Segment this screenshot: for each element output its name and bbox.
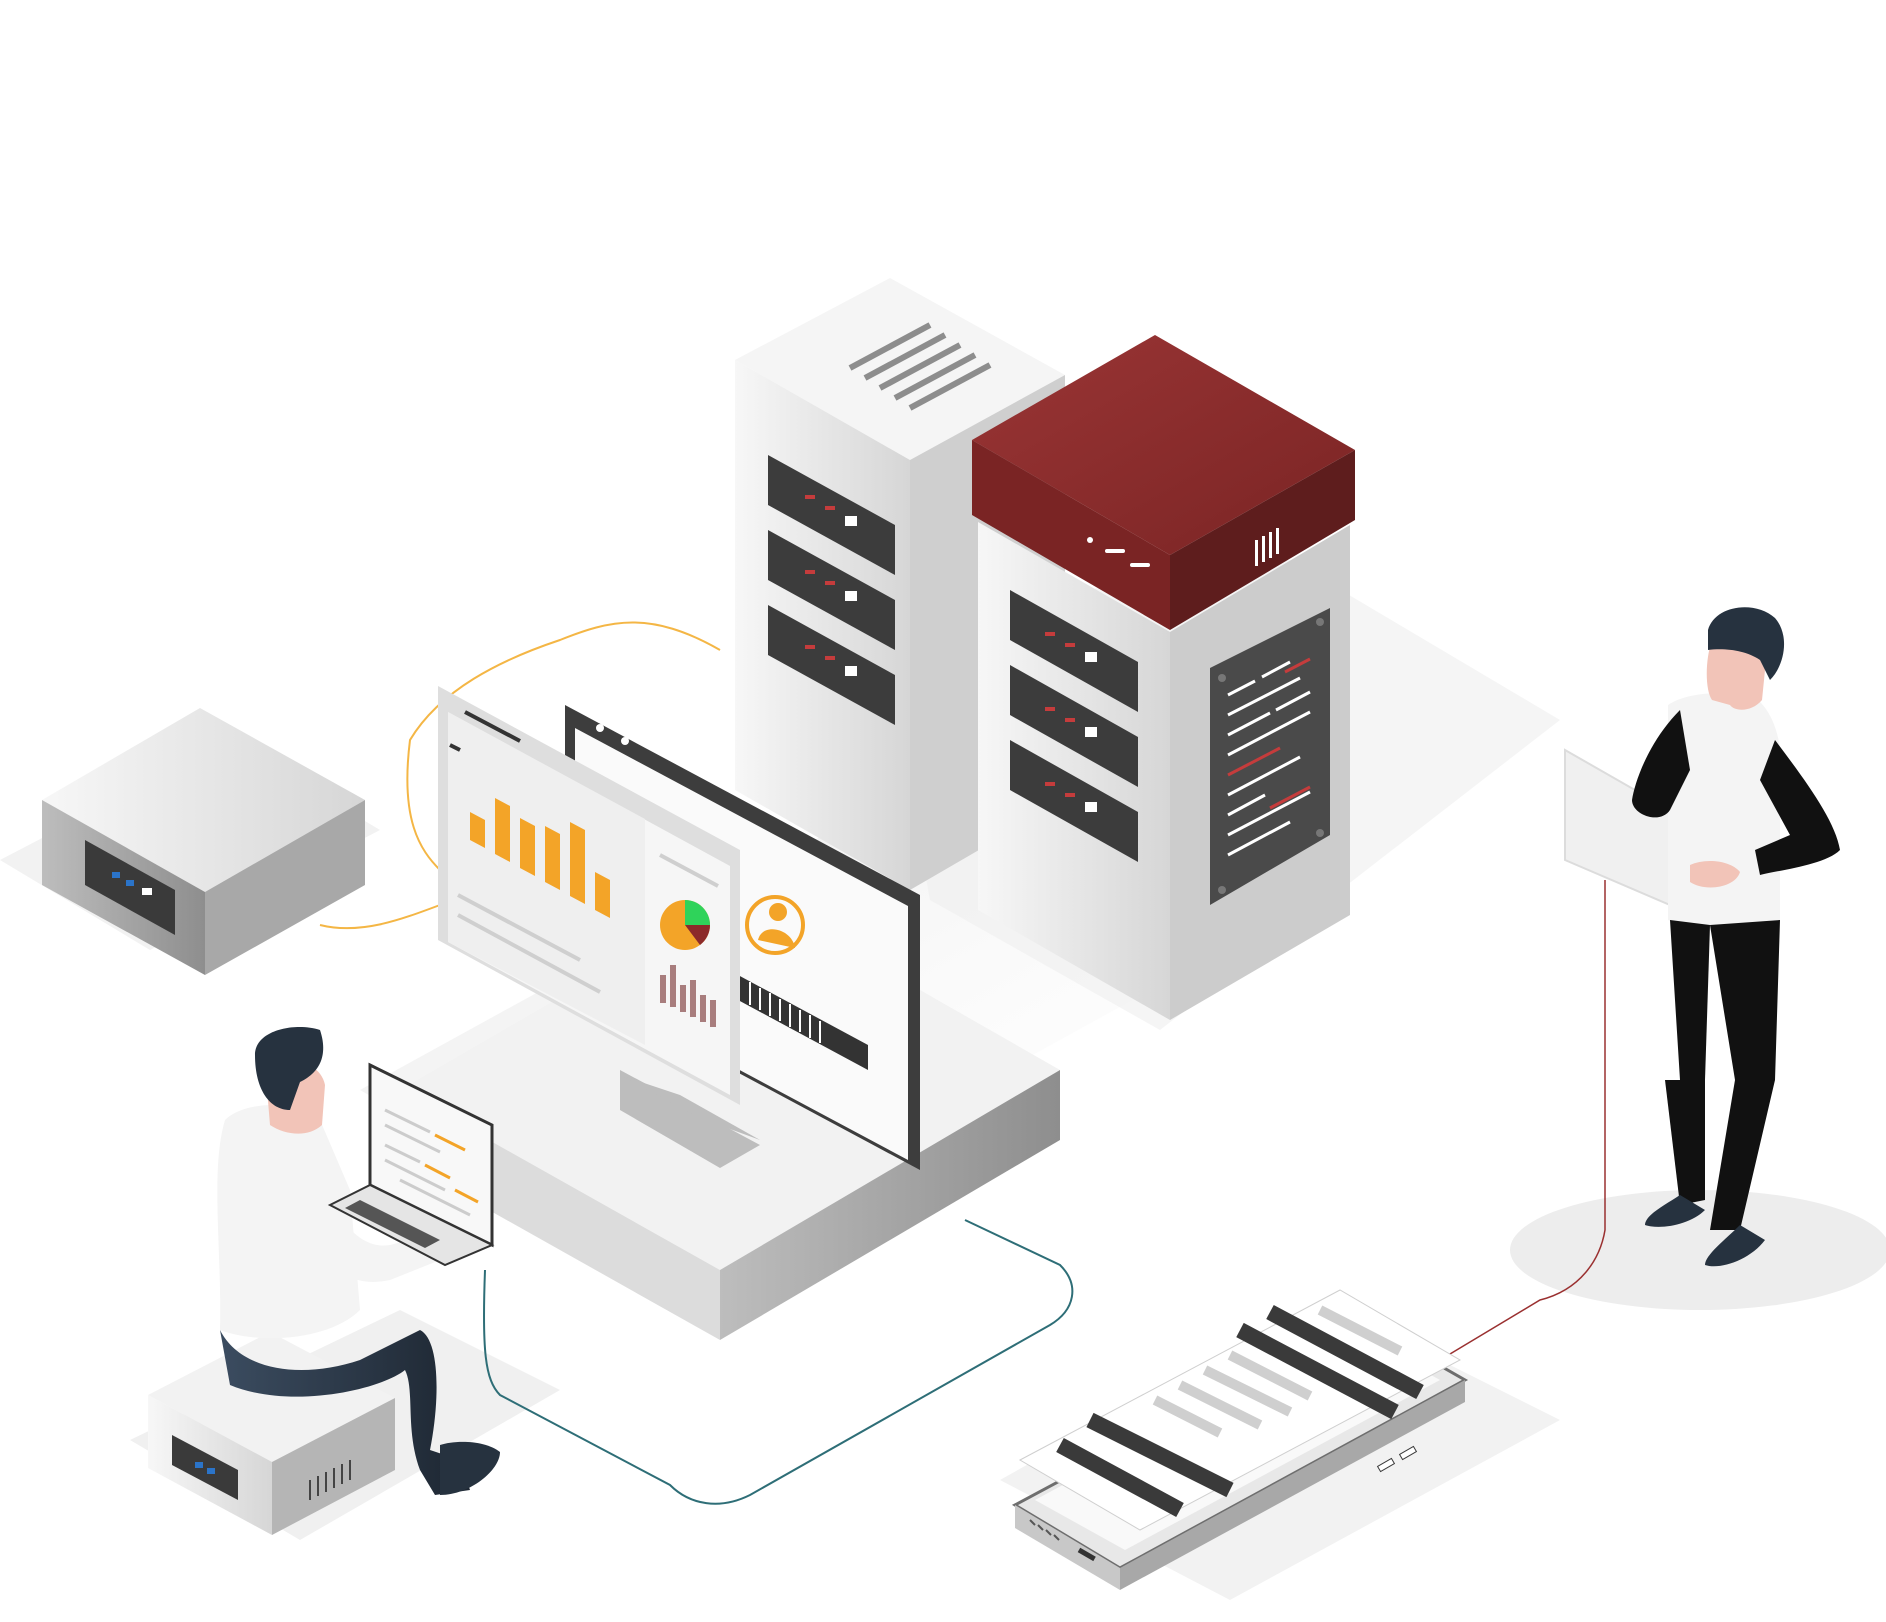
dashboard-bar-chart bbox=[470, 798, 610, 918]
cable-teal bbox=[482, 1219, 1074, 1505]
drive-bays bbox=[768, 455, 895, 725]
cable-red bbox=[1439, 880, 1606, 1361]
small-bar-chart bbox=[660, 965, 716, 1027]
person-standing-icon bbox=[1632, 607, 1840, 1267]
user-avatar-icon bbox=[745, 895, 805, 955]
stool-box-icon bbox=[148, 1332, 395, 1535]
cable-orange bbox=[319, 621, 721, 930]
laptop-icon bbox=[327, 1062, 495, 1267]
dashboard-monitor-icon bbox=[438, 686, 760, 1140]
floating-data-panel bbox=[1018, 1289, 1462, 1531]
network-cables bbox=[319, 621, 1606, 1505]
network-box-icon bbox=[42, 708, 365, 975]
pie-chart-icon bbox=[660, 900, 710, 950]
server-tower-red-icon bbox=[972, 335, 1355, 1020]
drive-bays-red-server bbox=[1010, 590, 1138, 862]
